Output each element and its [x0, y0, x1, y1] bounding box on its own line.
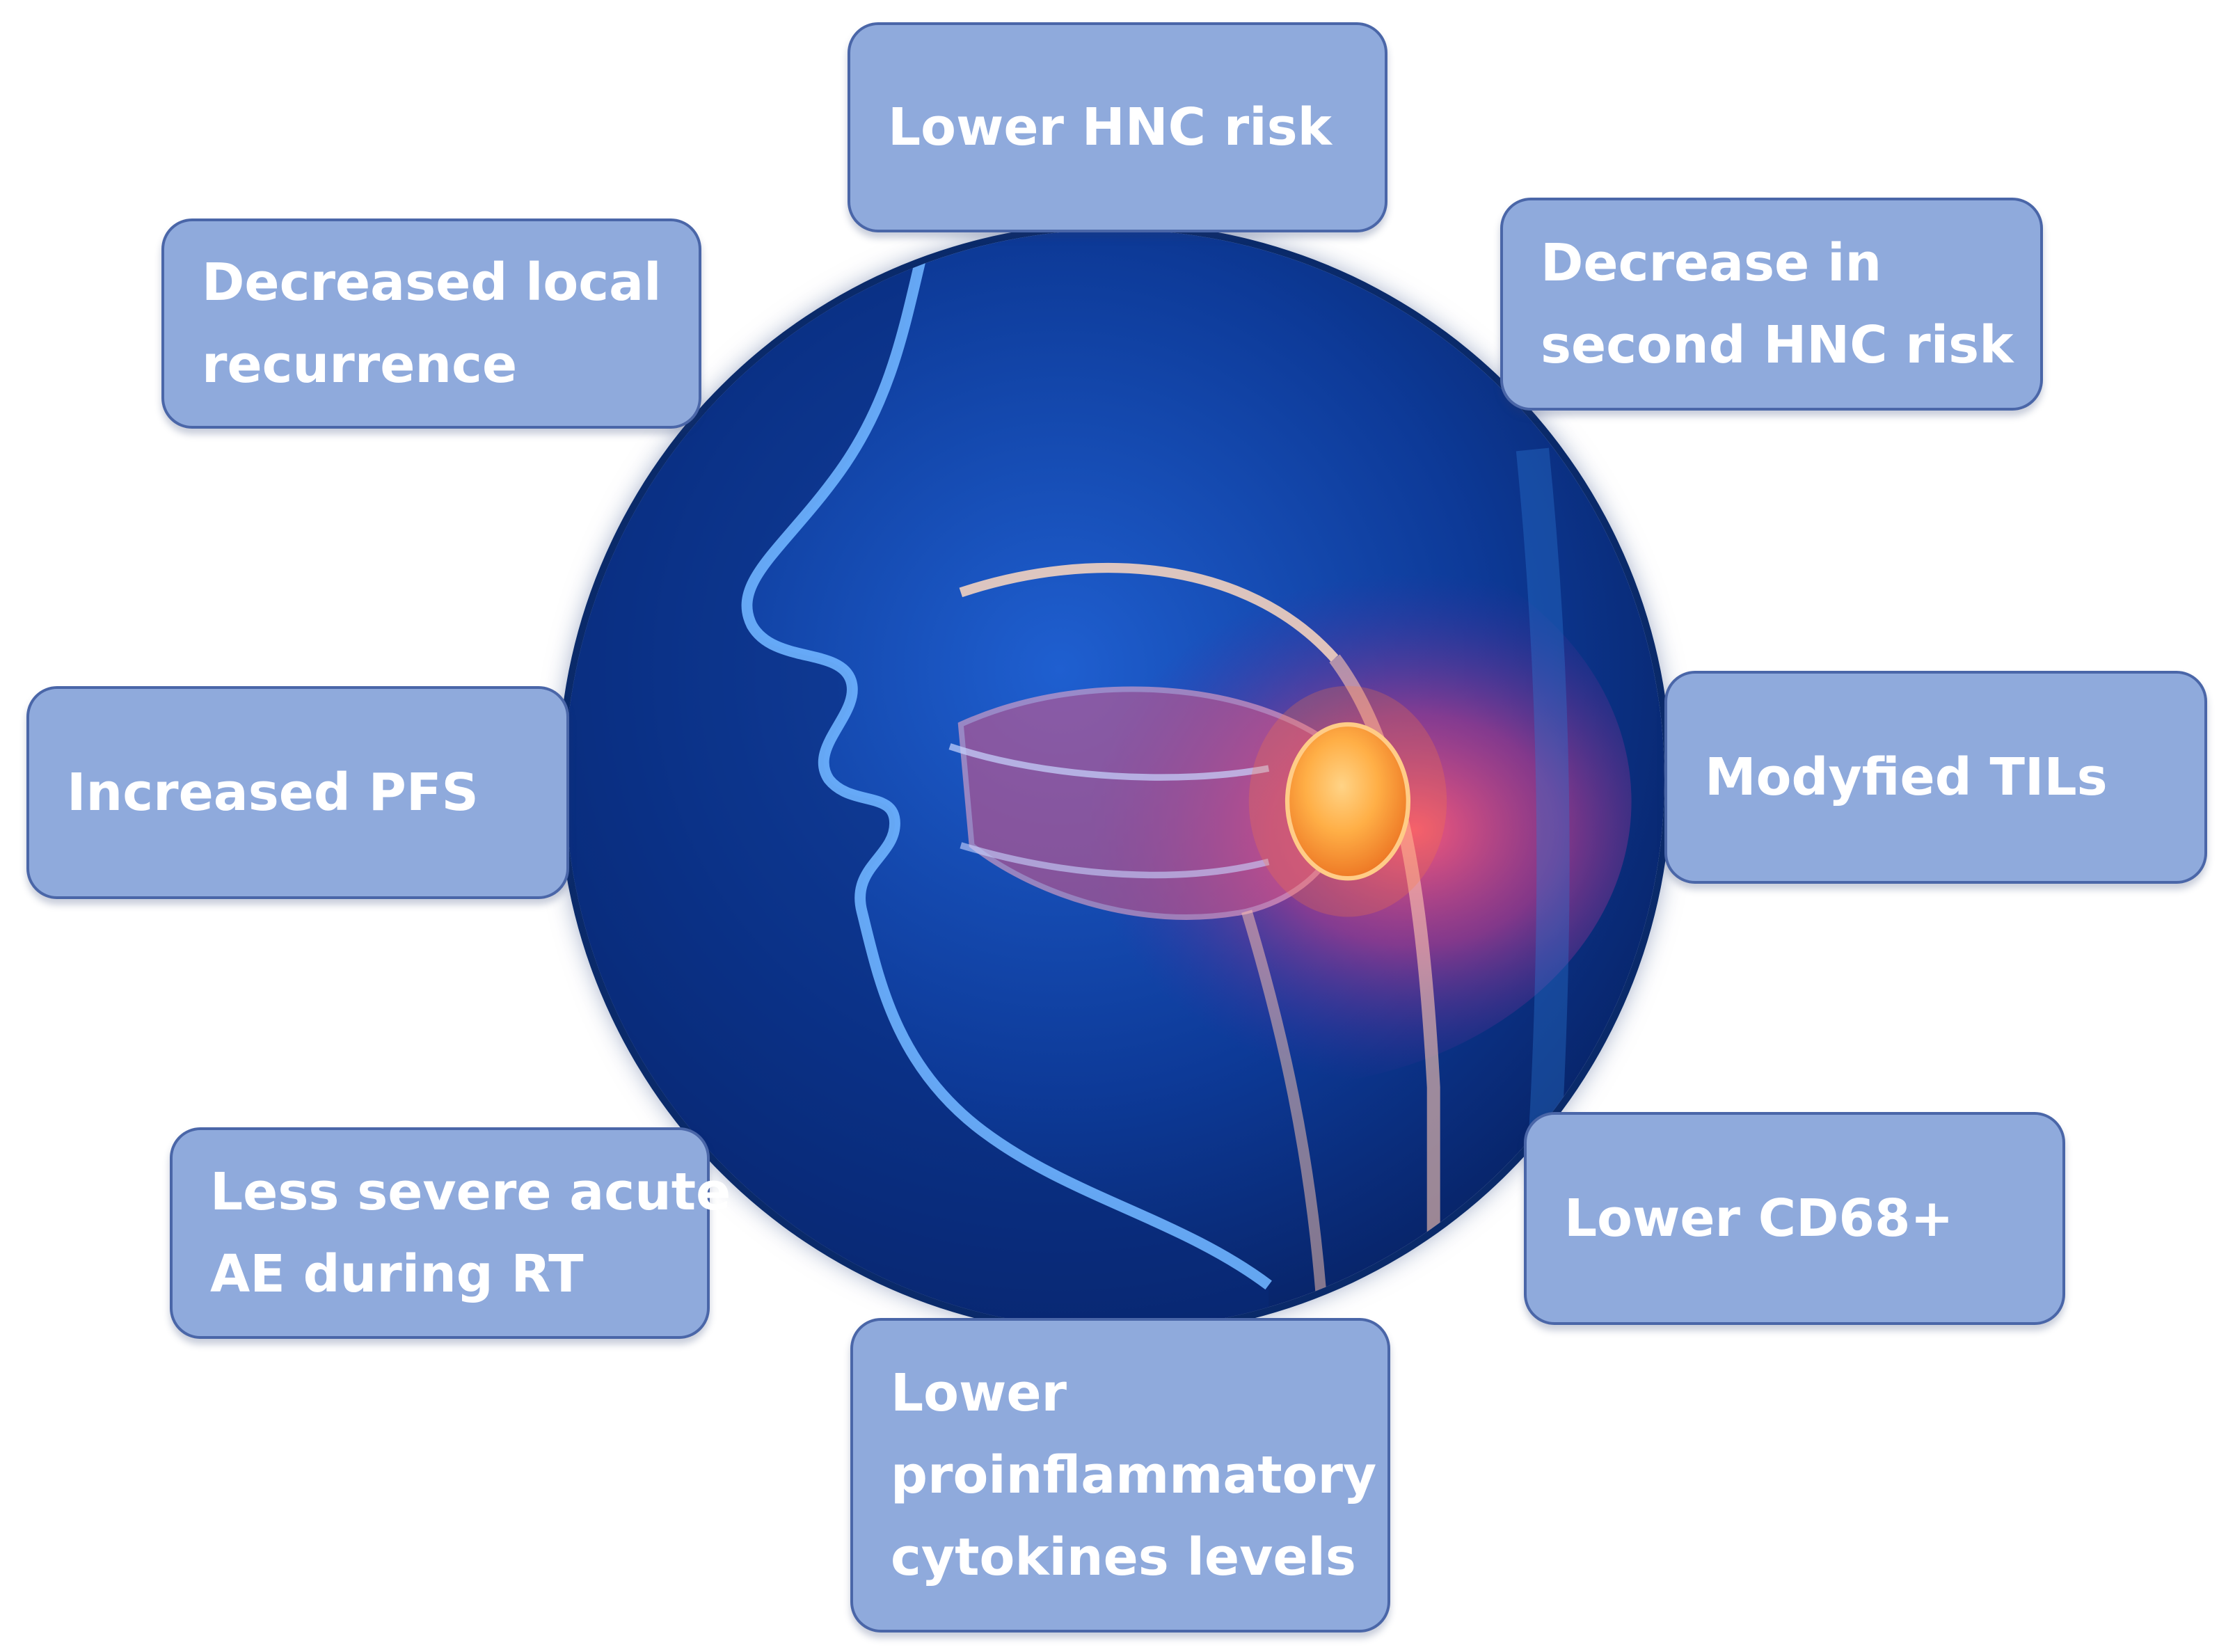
- box-increased-pfs: Increased PFS: [26, 686, 569, 899]
- head-anatomy-svg: [565, 230, 1664, 1329]
- box-text-line: AE during RT: [210, 1244, 584, 1304]
- box-text-line: cytokines levels: [891, 1527, 1356, 1587]
- box-less-severe-acute-ae: Less severe acute AE during RT: [170, 1127, 731, 1339]
- box-text-line: Lower HNC risk: [888, 97, 1332, 157]
- box-text-line: Decreased local: [202, 253, 662, 312]
- box-text-line: proinflammatory: [891, 1445, 1377, 1505]
- head-anatomy-illustration: [565, 230, 1664, 1329]
- box-modyfied-tils: Modyfied TILs: [1664, 671, 2207, 884]
- box-text-line: Increased PFS: [67, 763, 479, 823]
- box-text-line: second HNC risk: [1541, 315, 2014, 375]
- box-text-line: Modyfied TILs: [1705, 747, 2108, 807]
- box-text-line: Decrease in: [1541, 233, 1882, 293]
- box-text-line: recurrence: [202, 335, 518, 395]
- box-decrease-second-hnc-risk: Decrease in second HNC risk: [1500, 198, 2043, 411]
- box-lower-cd68: Lower CD68+: [1524, 1112, 2065, 1325]
- box-text-line: Lower: [891, 1363, 1067, 1423]
- box-lower-proinflammatory-cytokines: Lower proinflammatory cytokines levels: [850, 1318, 1390, 1633]
- box-text-line: Lower CD68+: [1564, 1189, 1954, 1248]
- box-decreased-local-recurrence: Decreased local recurrence: [161, 219, 701, 429]
- box-lower-hnc-risk: Lower HNC risk: [848, 22, 1387, 232]
- box-text-line: Less severe acute: [210, 1162, 731, 1222]
